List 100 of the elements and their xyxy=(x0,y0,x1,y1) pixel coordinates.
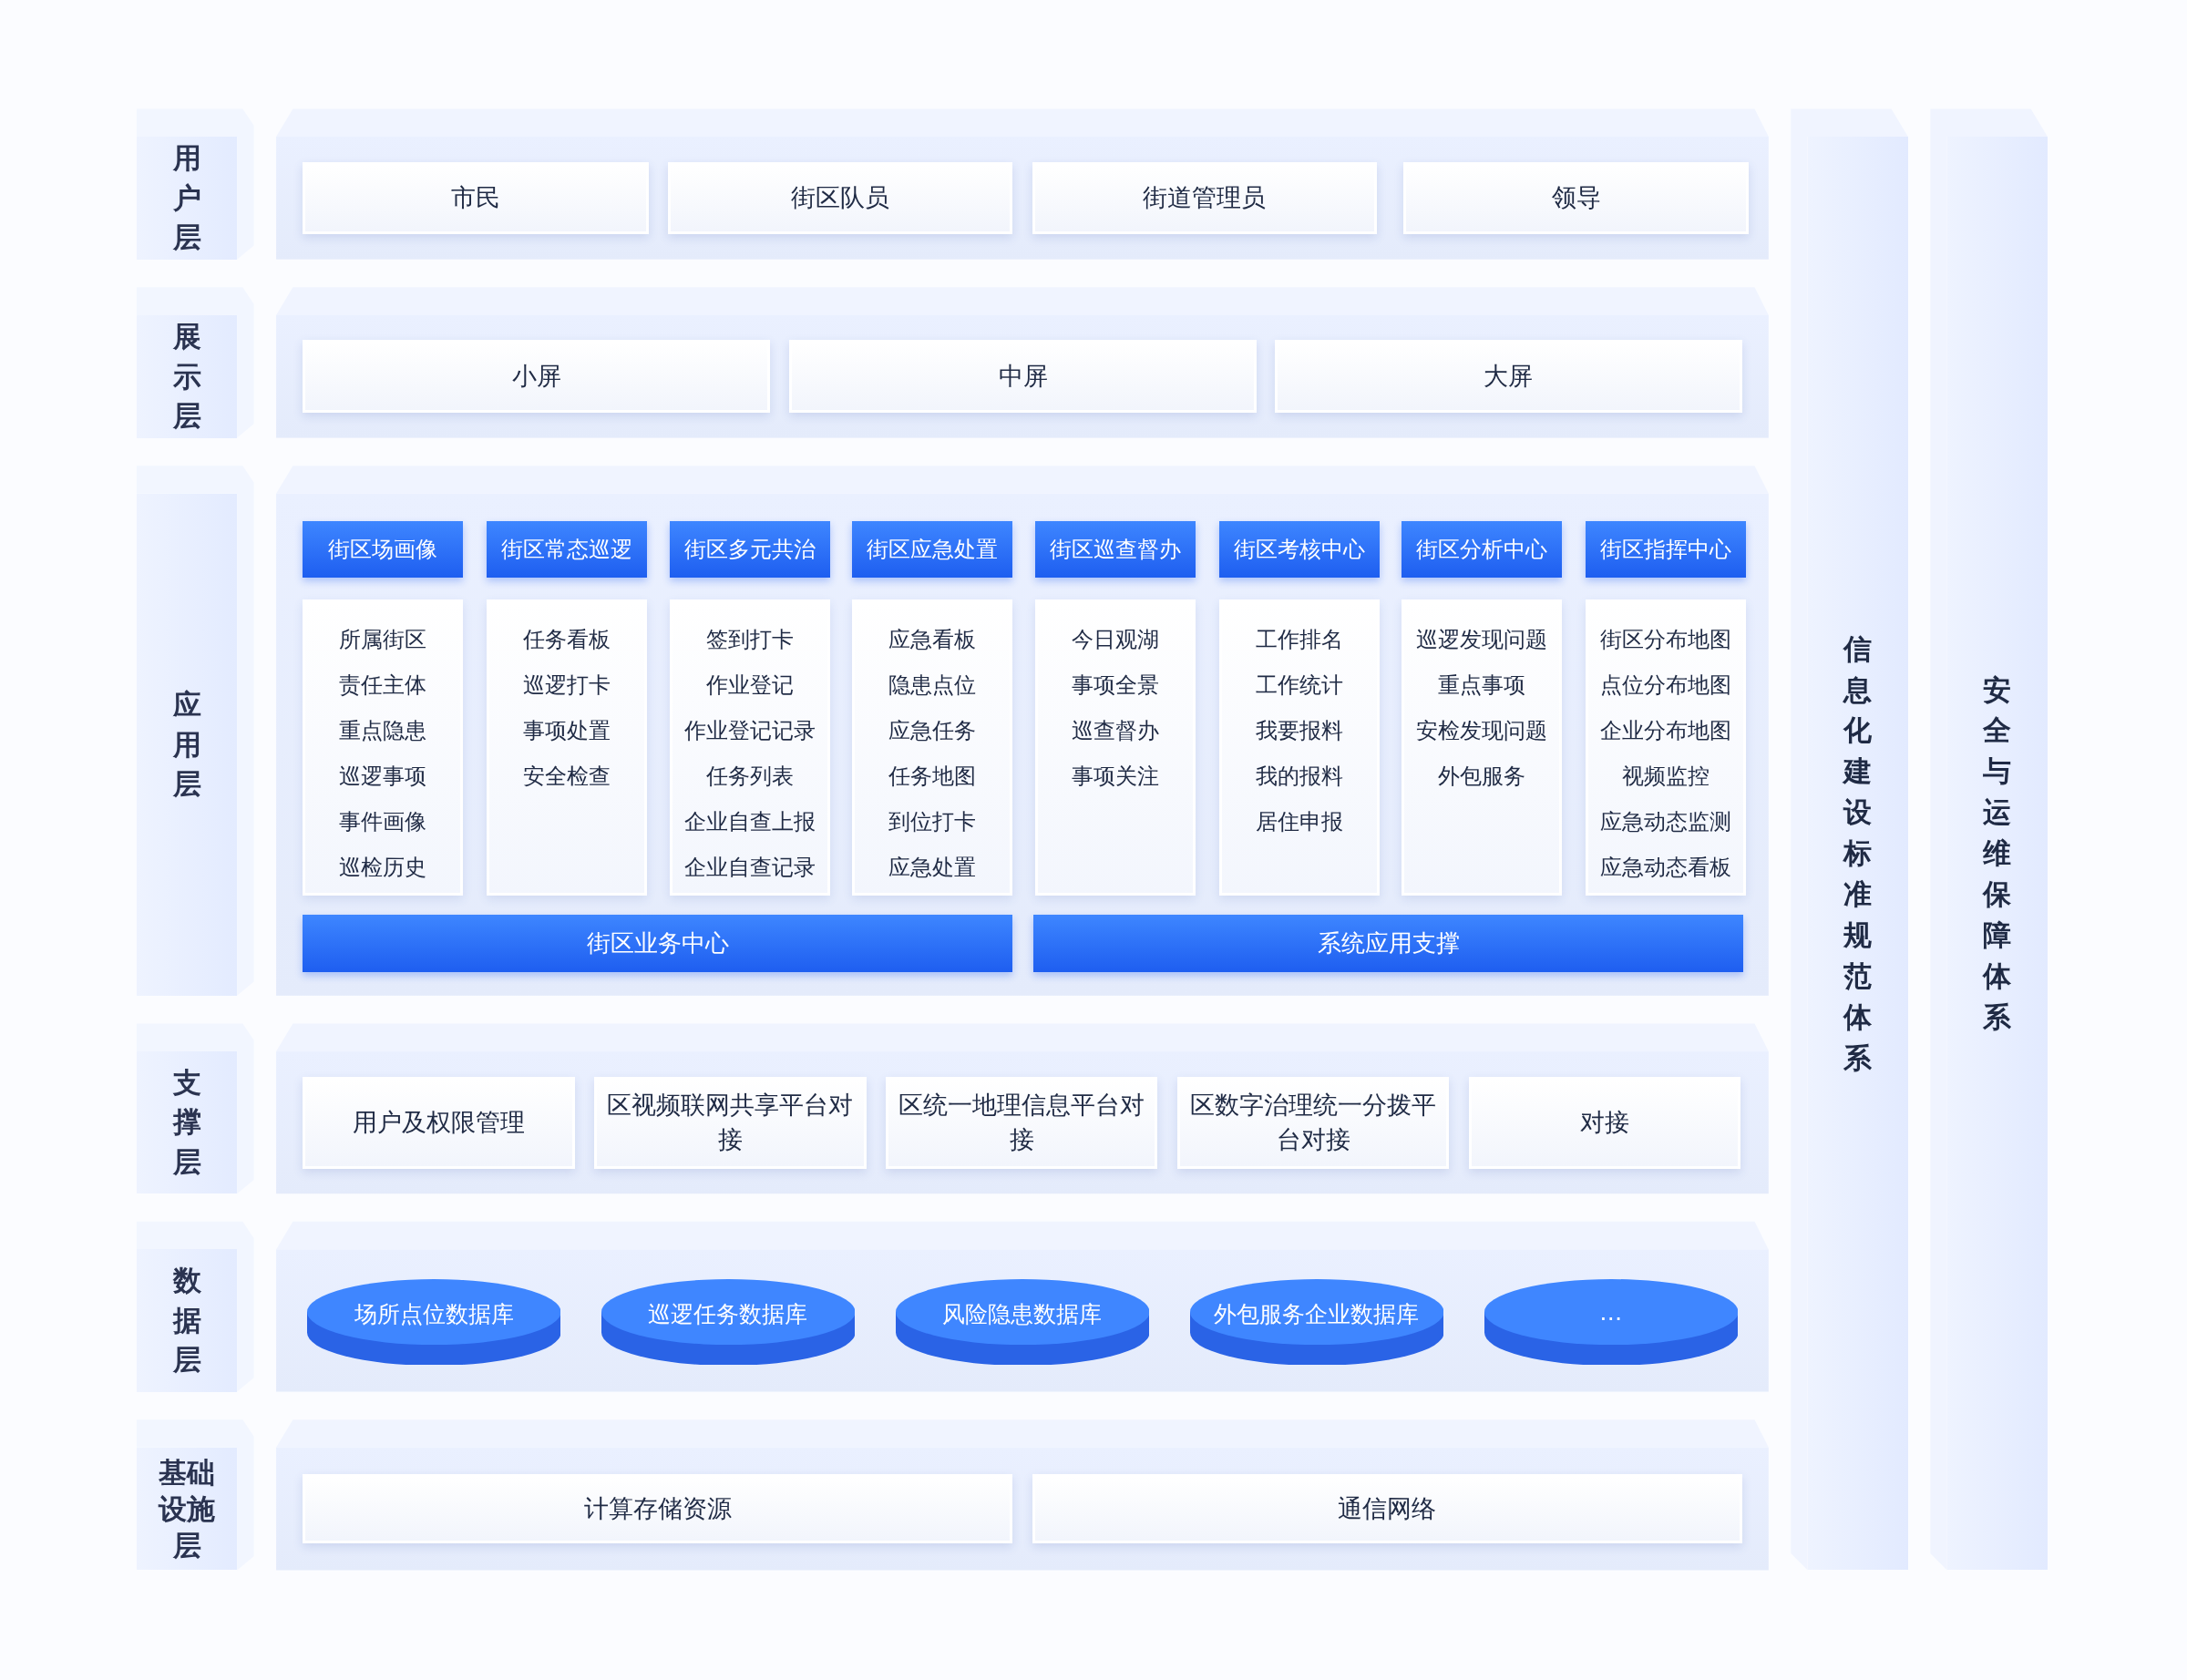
function-item: 事项全景 xyxy=(1071,671,1159,701)
layer-title: 数据层 xyxy=(172,1263,201,1378)
database-cylinder xyxy=(137,1447,238,1571)
module-name: 区统一地理信息平台对接 xyxy=(898,1090,1146,1156)
function-item: 责任主体 xyxy=(339,671,427,701)
function-item: 隐患点位 xyxy=(888,671,977,701)
module-name: 用户及权限管理 xyxy=(352,1107,525,1139)
layer-title: 支撑层 xyxy=(172,1065,201,1180)
function-item: 巡逻事项 xyxy=(339,763,427,792)
function-list-card xyxy=(303,599,464,896)
function-list-card xyxy=(1218,599,1380,896)
function-item: 工作排名 xyxy=(1255,626,1343,655)
module-card xyxy=(1274,340,1742,414)
function-list-card xyxy=(669,599,830,896)
module-header xyxy=(852,521,1013,578)
module-card xyxy=(303,1076,575,1169)
module-name: 街区考核中心 xyxy=(1233,536,1365,565)
function-item: 事件画像 xyxy=(339,808,427,837)
layer-title: 展示层 xyxy=(172,319,201,434)
module-card xyxy=(789,340,1258,414)
function-item: 企业分布地图 xyxy=(1600,717,1732,746)
database-cylinder xyxy=(303,1473,1013,1544)
function-item: 外包服务 xyxy=(1438,763,1526,792)
module-card xyxy=(1032,161,1377,235)
function-item: 居住申报 xyxy=(1255,808,1343,837)
function-item: 巡逻打卡 xyxy=(523,671,611,701)
function-list-card xyxy=(1586,599,1747,896)
function-list-card xyxy=(1034,599,1196,896)
module-name: 街区常态巡逻 xyxy=(501,536,633,565)
layer-label xyxy=(137,493,238,996)
database-cylinder xyxy=(1807,137,1908,1571)
module-name: 街区多元共治 xyxy=(683,536,816,565)
platform-bar xyxy=(1033,915,1744,972)
module-name: 领导 xyxy=(1551,182,1601,214)
layer-label xyxy=(137,1249,238,1392)
layer-title: 应用层 xyxy=(172,687,201,803)
layer-title: 用户层 xyxy=(172,140,201,256)
database-cylinder xyxy=(1946,137,2048,1571)
function-list-card xyxy=(487,599,648,896)
function-item: 巡逻发现问题 xyxy=(1416,626,1548,655)
function-item: 应急处置 xyxy=(888,854,977,883)
module-name: 外包服务企业数据库 xyxy=(1214,1299,1420,1329)
module-name: 大屏 xyxy=(1484,361,1534,393)
module-header xyxy=(1034,521,1196,578)
function-item: 应急看板 xyxy=(888,626,977,655)
module-card xyxy=(303,340,770,414)
module-name: 计算存储资源 xyxy=(583,1493,732,1525)
function-item: 应急动态看板 xyxy=(1600,854,1732,883)
module-name: 系统应用支撑 xyxy=(1317,927,1460,958)
module-name: 街区指挥中心 xyxy=(1600,536,1732,565)
function-item: 事项关注 xyxy=(1071,763,1159,792)
module-name: … xyxy=(1599,1298,1623,1326)
function-item: 应急动态监测 xyxy=(1600,808,1732,837)
module-header xyxy=(303,521,464,578)
function-item: 工作统计 xyxy=(1255,671,1343,701)
function-item: 企业自查记录 xyxy=(683,854,816,883)
module-name: 通信网络 xyxy=(1338,1493,1437,1525)
function-item: 作业登记 xyxy=(705,671,794,701)
function-item: 到位打卡 xyxy=(888,808,977,837)
module-name: 街区场画像 xyxy=(328,536,438,565)
module-card xyxy=(668,161,1013,235)
function-item: 作业登记记录 xyxy=(683,717,816,746)
database-cylinder xyxy=(1032,1473,1742,1544)
function-item: 今日观湖 xyxy=(1071,626,1159,655)
module-name: 区数字治理统一分拨平台对接 xyxy=(1189,1090,1438,1156)
function-list-card xyxy=(1402,599,1563,896)
module-header xyxy=(1402,521,1563,578)
layer-title: 信息化建设标准规范体系 xyxy=(1843,630,1873,1076)
module-name: 中屏 xyxy=(998,361,1048,393)
module-header xyxy=(669,521,830,578)
module-name: 街区应急处置 xyxy=(867,536,999,565)
function-item: 巡检历史 xyxy=(339,854,427,883)
module-name: 区视频联网共享平台对接 xyxy=(606,1090,855,1156)
layer-title: 基础设施层 xyxy=(159,1454,216,1564)
function-item: 任务列表 xyxy=(705,763,794,792)
module-name: 小屏 xyxy=(511,361,561,393)
function-item: 签到打卡 xyxy=(705,626,794,655)
module-name: 风险隐患数据库 xyxy=(942,1299,1103,1329)
function-item: 我的报料 xyxy=(1255,763,1343,792)
module-card xyxy=(1402,161,1750,235)
module-name: 街区分析中心 xyxy=(1416,536,1548,565)
module-card xyxy=(303,161,649,235)
module-name: 对接 xyxy=(1579,1107,1629,1139)
layer-label xyxy=(137,1051,238,1194)
function-item: 重点事项 xyxy=(1438,671,1526,701)
module-name: 街区队员 xyxy=(791,182,890,214)
function-item: 点位分布地图 xyxy=(1600,671,1732,701)
platform-bar xyxy=(303,915,1013,972)
function-item: 巡查督办 xyxy=(1071,717,1159,746)
function-item: 视频监控 xyxy=(1622,763,1710,792)
function-item: 企业自查上报 xyxy=(683,808,816,837)
module-card xyxy=(594,1076,867,1169)
module-name: 场所点位数据库 xyxy=(354,1299,514,1329)
function-item: 任务地图 xyxy=(888,763,977,792)
module-header xyxy=(1586,521,1747,578)
function-list-card xyxy=(852,599,1013,896)
module-name: 街道管理员 xyxy=(1143,182,1267,214)
module-card xyxy=(885,1076,1158,1169)
function-item: 我要报料 xyxy=(1255,717,1343,746)
module-header xyxy=(1218,521,1380,578)
